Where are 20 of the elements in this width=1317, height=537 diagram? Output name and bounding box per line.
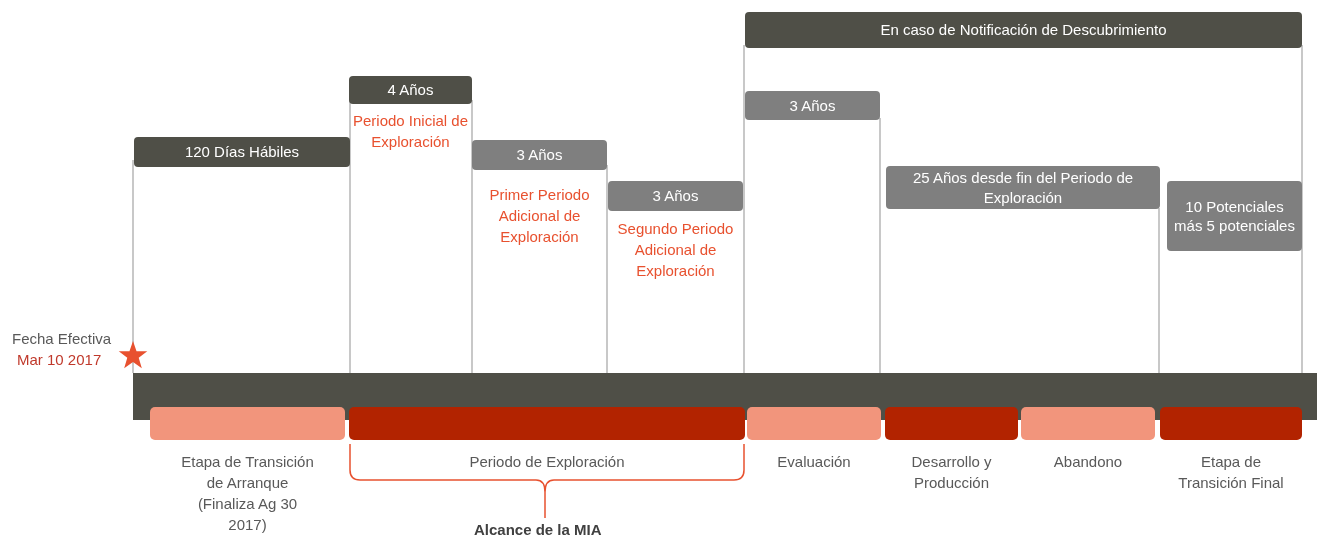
date-label: Fecha Efectiva: [12, 330, 112, 347]
phase-name: Evaluación: [776, 452, 852, 472]
duration-box: 3 Años: [608, 181, 743, 211]
period-name: Periodo Inicial de Exploración: [351, 111, 470, 152]
duration-box: 3 Años: [745, 91, 880, 120]
duration-box: 3 Años: [472, 140, 607, 170]
scope-label: Alcance de la MIA: [474, 521, 602, 537]
phase-name: Desarrollo y Producción: [910, 452, 993, 493]
date-label: Mar 10 2017: [17, 351, 102, 368]
duration-box: 25 Años desde fin del Periodo de Exploración: [886, 166, 1160, 209]
duration-box: 4 Años: [349, 76, 472, 104]
phase-name: Etapa de Transición de Arranque (Finaliza Ag 30 2017): [180, 452, 315, 535]
duration-box: 120 Días Hábiles: [134, 137, 350, 167]
phase-name: Abandono: [1052, 452, 1124, 472]
period-name: Segundo Periodo Adicional de Exploración: [616, 219, 735, 281]
period-name: Primer Periodo Adicional de Exploración: [488, 185, 591, 247]
duration-box: En caso de Notificación de Descubrimiento: [745, 12, 1302, 48]
phase-name: Periodo de Exploración: [468, 452, 626, 472]
phase-name: Etapa de Transición Final: [1177, 452, 1285, 493]
duration-box: 10 Potenciales más 5 potenciales: [1167, 181, 1302, 251]
